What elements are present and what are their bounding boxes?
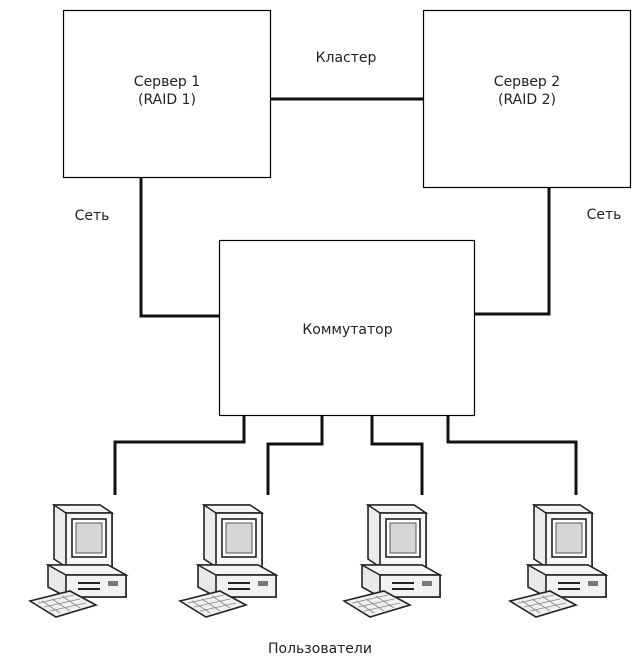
user-link-2 <box>266 416 324 495</box>
server-2-raid: (RAID 2) <box>498 92 556 108</box>
network-link-right <box>475 188 551 316</box>
user-link-4 <box>446 416 578 495</box>
network-label-left: Сеть <box>74 208 110 224</box>
network-label-right: Сеть <box>586 207 622 223</box>
switch-box <box>218 239 476 417</box>
server-2-name: Сервер 2 <box>493 74 561 90</box>
server-1-box <box>62 9 272 179</box>
network-link-left <box>139 178 219 318</box>
desktop-computer-icon <box>509 504 607 618</box>
desktop-computer-icon <box>29 504 127 618</box>
desktop-computer-icon <box>179 504 277 618</box>
server-1-label: Сервер 1 (RAID 1) <box>97 73 237 109</box>
server-1-raid: (RAID 1) <box>138 92 196 108</box>
users-label: Пользователи <box>268 641 372 657</box>
server-2-box <box>422 9 632 189</box>
desktop-computer-icon <box>343 504 441 618</box>
user-link-3 <box>370 416 424 495</box>
cluster-label: Кластер <box>315 50 377 66</box>
user-link-1 <box>113 416 246 495</box>
server-1-name: Сервер 1 <box>133 74 201 90</box>
switch-label: Коммутатор <box>302 322 393 338</box>
server-2-label: Сервер 2 (RAID 2) <box>457 73 597 109</box>
